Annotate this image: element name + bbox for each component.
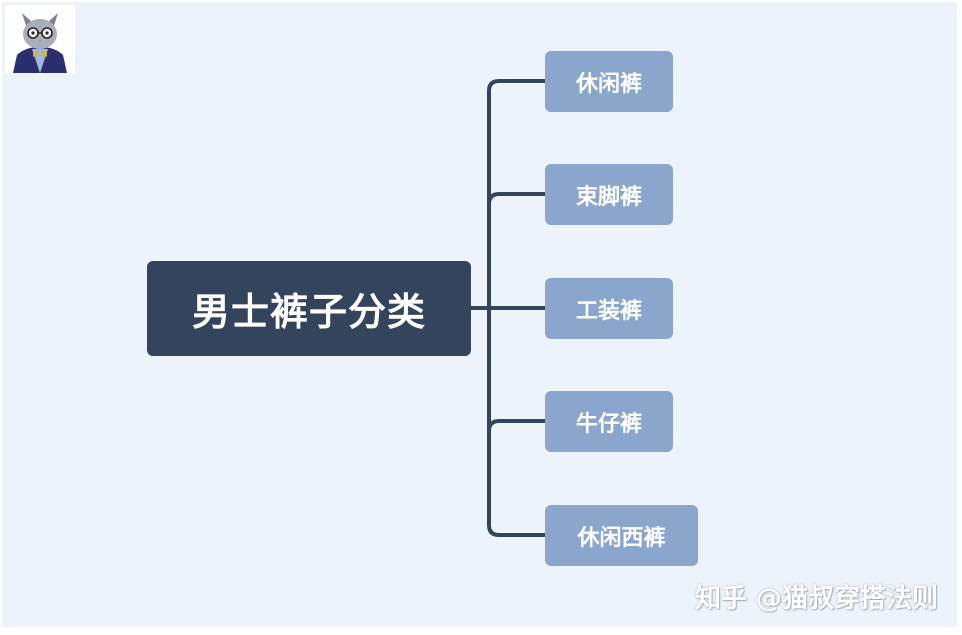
- root-node-label: 男士裤子分类: [191, 290, 426, 334]
- connector-branch-4: [487, 419, 547, 433]
- branch-node-label: 休闲西裤: [577, 525, 666, 551]
- branch-node-label: 休闲裤: [575, 71, 642, 97]
- zhihu-watermark: 知乎 @猫叔穿搭法则: [694, 584, 938, 614]
- branch-node-label: 束脚裤: [575, 184, 642, 210]
- connector-branch-2: [487, 192, 547, 206]
- branch-node-label: 牛仔裤: [575, 411, 642, 437]
- branch-node-casual-trousers: 休闲西裤: [545, 505, 698, 566]
- branch-node-casual-pants: 休闲裤: [545, 51, 673, 112]
- branch-node-jogger-pants: 束脚裤: [545, 164, 673, 225]
- root-node: 男士裤子分类: [147, 261, 471, 356]
- branch-node-label: 工装裤: [575, 298, 642, 324]
- branch-node-cargo-pants: 工装裤: [545, 278, 673, 339]
- branch-node-jeans: 牛仔裤: [545, 391, 673, 452]
- cat-avatar-icon: [5, 5, 75, 73]
